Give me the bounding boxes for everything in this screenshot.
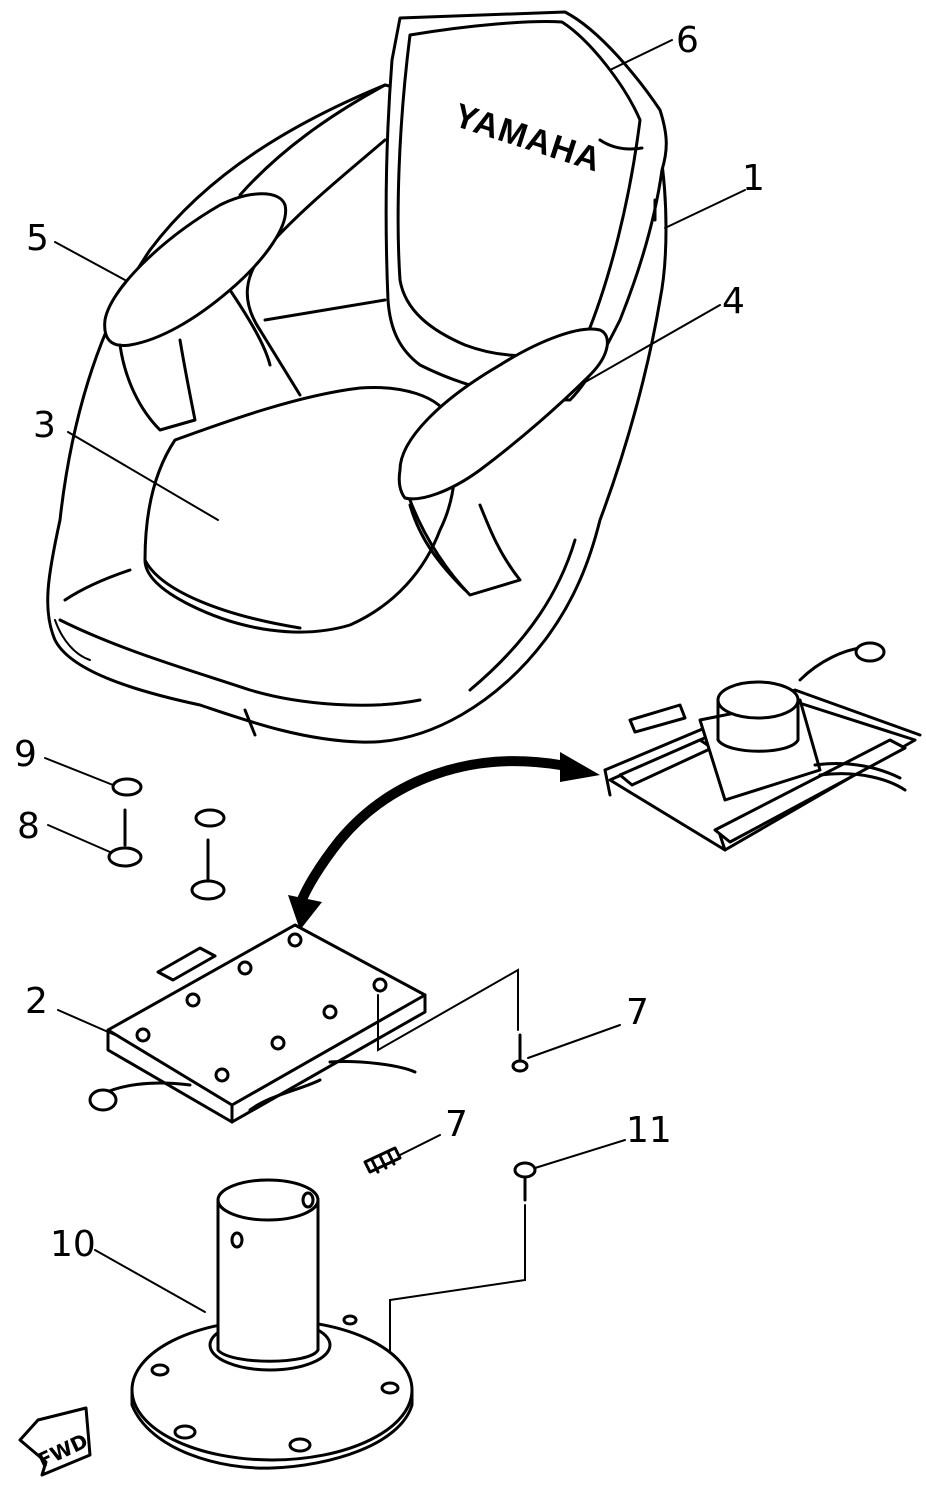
callout-4: 4 (722, 281, 745, 322)
seat-assembly: YAMAHA (46, 10, 668, 744)
right-armrest (397, 327, 609, 501)
swivel-cylinder-top (716, 680, 800, 720)
seat-cushion (143, 386, 457, 634)
callout-5: 5 (26, 218, 49, 259)
bolt-11 (389, 1161, 537, 1381)
seat-mount-plate (88, 923, 519, 1124)
callout-3: 3 (33, 405, 56, 446)
bolt-7-lower (363, 1146, 402, 1174)
assembly-arrow (288, 752, 600, 930)
callout-11: 11 (626, 1110, 672, 1151)
callout-7-lower: 7 (445, 1104, 468, 1145)
fasteners-8-9 (107, 777, 226, 901)
callout-8: 8 (17, 806, 40, 847)
bolt-7-upper (511, 1033, 529, 1073)
pedestal-base (130, 1178, 414, 1470)
fwd-direction-arrow: FWD (18, 1406, 92, 1477)
callout-2: 2 (25, 981, 48, 1022)
callout-9: 9 (14, 734, 37, 775)
pedestal-tube-top (216, 1178, 320, 1222)
callout-1: 1 (742, 158, 765, 199)
callout-6: 6 (676, 20, 699, 61)
callout-10: 10 (50, 1224, 96, 1265)
swivel-mechanism-detail (603, 641, 922, 852)
backrest (384, 10, 668, 402)
left-armrest (103, 192, 288, 348)
callout-7-upper: 7 (626, 992, 649, 1033)
callouts: 1 2 3 4 5 6 7 7 8 9 10 11 (14, 20, 765, 1313)
